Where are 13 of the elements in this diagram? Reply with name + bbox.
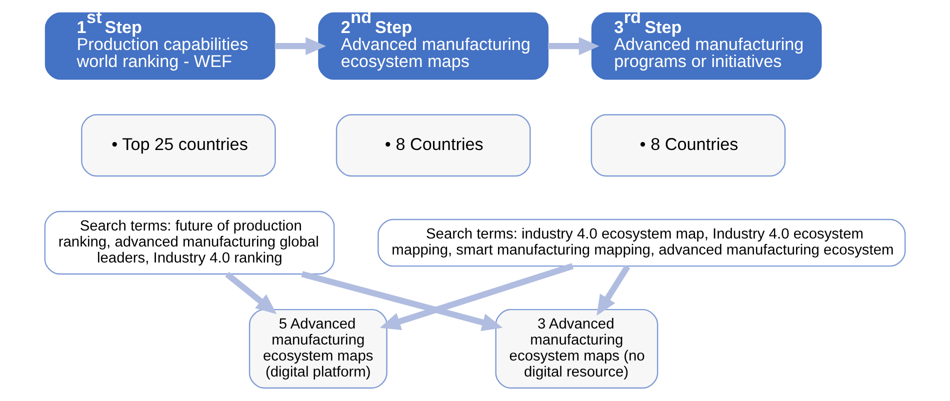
node-box: • 8 Countries xyxy=(336,114,531,177)
arrow xyxy=(596,264,630,316)
arrow xyxy=(380,263,574,330)
node-box: 3 Advanced manufacturing ecosystem maps (no digital resource) xyxy=(495,308,658,389)
node-box: • 8 Countries xyxy=(590,114,786,177)
arrow xyxy=(548,37,600,56)
node-box: • Top 25 countries xyxy=(81,114,276,177)
arrow xyxy=(301,271,503,332)
node-box: Search terms: industry 4.0 ecosystem map, Industry 4.0 ecosystem mapping, smart manufacturing mapping, advanced manufacturing ecosystem xyxy=(378,218,906,267)
arrow xyxy=(274,37,326,56)
node-box: 5 Advanced manufacturing ecosystem maps (digital platform) xyxy=(248,308,388,389)
arrow xyxy=(225,272,277,314)
node-box: Search terms: future of production ranking, advanced manufacturing global leaders, Industry 4.0 ranking xyxy=(44,210,335,275)
